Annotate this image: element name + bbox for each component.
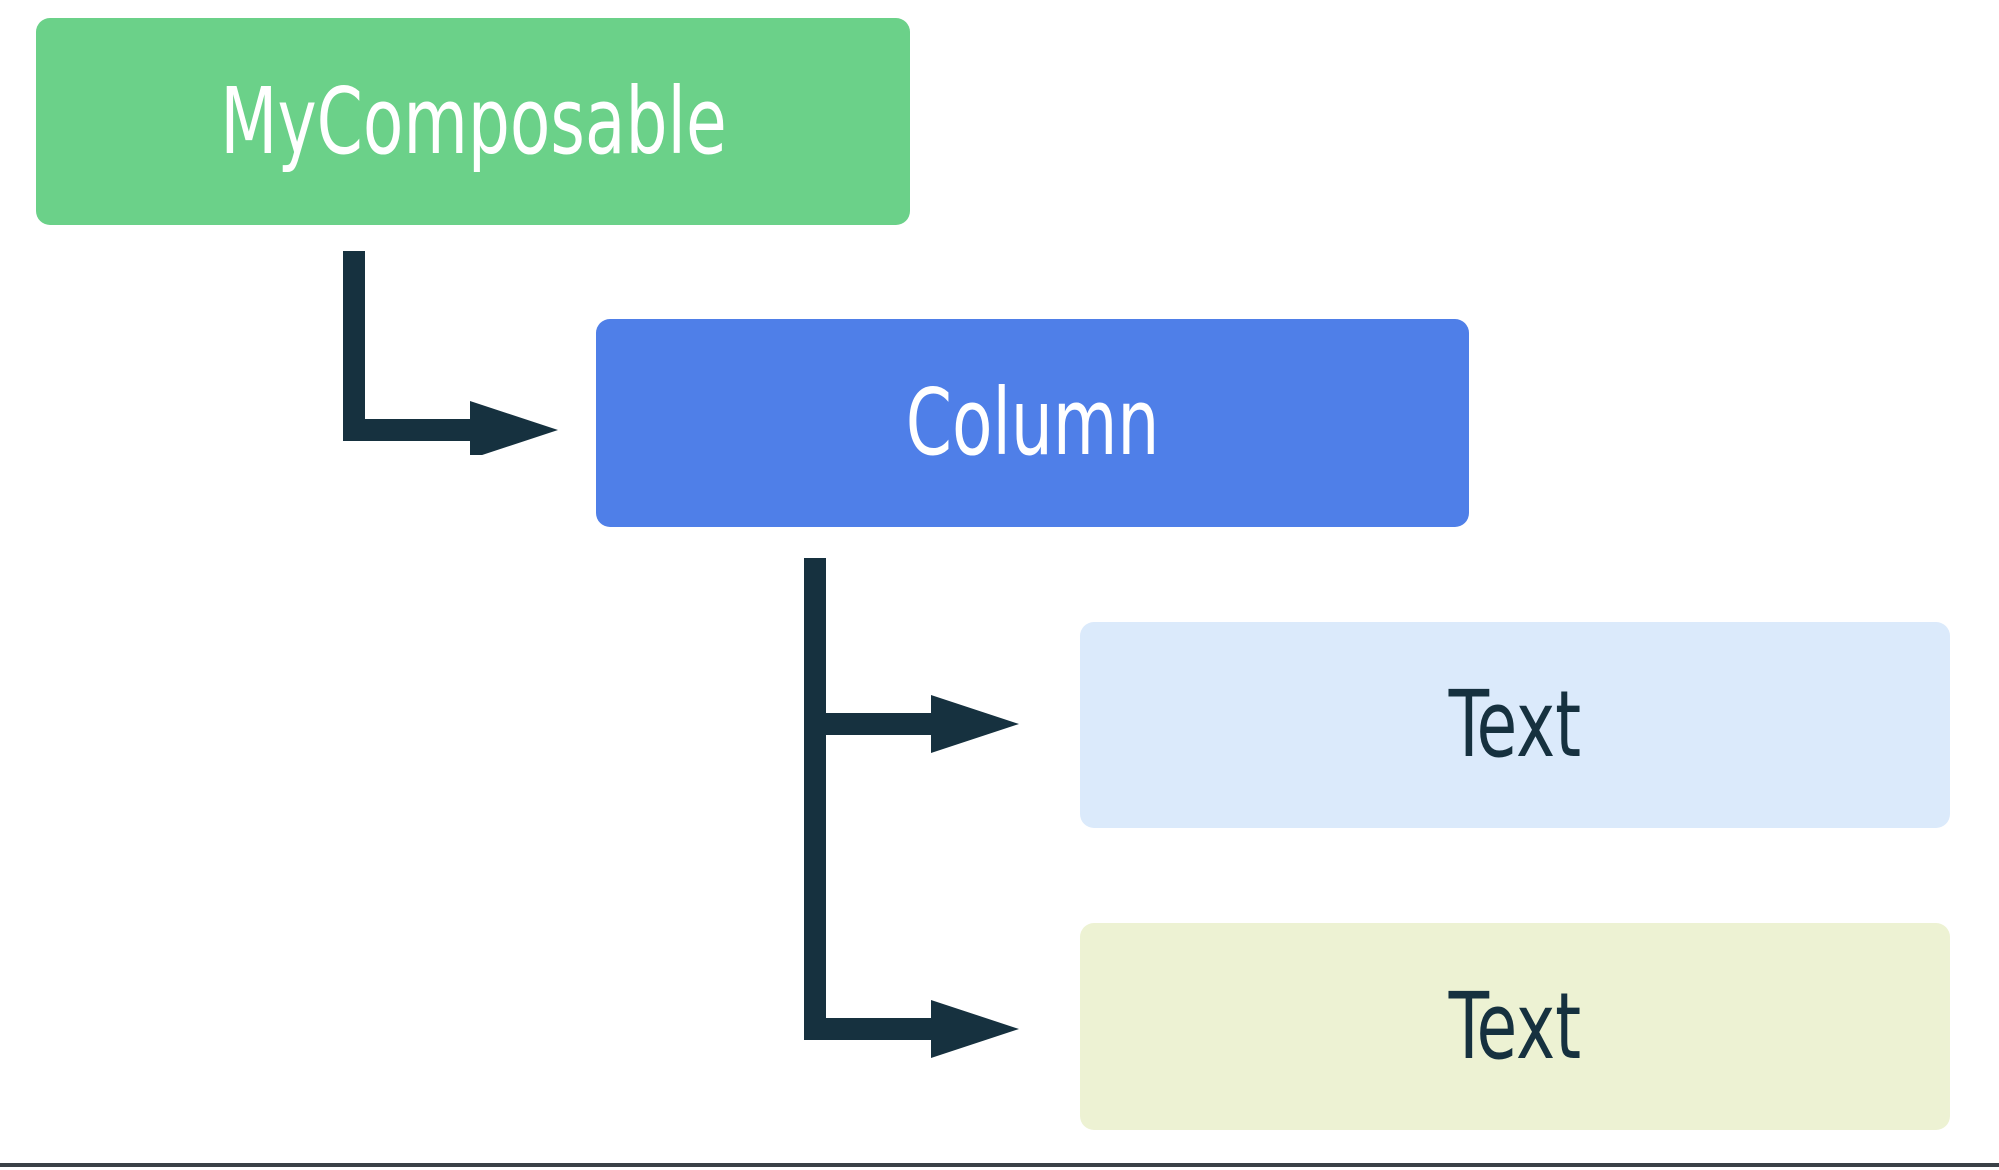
arrowhead-icon xyxy=(931,695,1019,753)
edge-column-to-text-children xyxy=(804,558,1019,1058)
edge-trunk-segment xyxy=(804,558,826,1038)
node-text-1-label: Text xyxy=(1448,671,1582,778)
node-column[interactable]: Column xyxy=(596,319,1469,527)
node-column-label: Column xyxy=(905,369,1160,476)
node-mycomposable-label: MyComposable xyxy=(219,67,727,175)
bottom-divider xyxy=(0,1163,1999,1167)
edge-branch-2-segment xyxy=(804,1018,940,1040)
arrowhead-icon xyxy=(470,401,558,455)
edge-branch-1-segment xyxy=(804,713,940,735)
edge-mycomposable-to-column xyxy=(343,251,558,455)
node-text-2[interactable]: Text xyxy=(1080,923,1950,1130)
edge-horizontal-segment xyxy=(343,419,479,441)
node-text-1[interactable]: Text xyxy=(1080,622,1950,828)
node-text-2-label: Text xyxy=(1448,972,1582,1080)
node-mycomposable[interactable]: MyComposable xyxy=(36,18,910,225)
arrowhead-icon xyxy=(931,1000,1019,1058)
edge-vertical-segment xyxy=(343,251,365,441)
